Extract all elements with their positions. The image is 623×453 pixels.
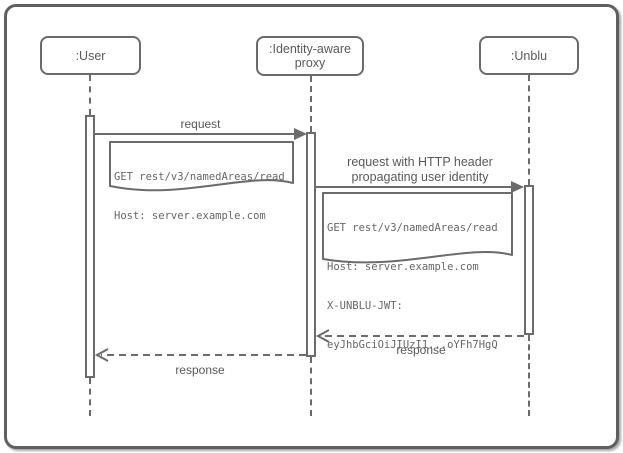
message-label-line: request with HTTP header xyxy=(347,155,493,169)
actor-box-user: :User xyxy=(40,36,141,75)
note-line: GET rest/v3/namedAreas/read xyxy=(114,171,285,183)
lifeline-proxy-top xyxy=(310,76,312,132)
arrowhead-solid-icon xyxy=(294,128,307,140)
lifeline-unblu-top xyxy=(528,75,530,185)
activation-bar-user xyxy=(85,115,95,378)
note-line: eyJhbGciOiJIUzI1...oYFh7HgQ xyxy=(327,339,498,351)
arrowhead-open-icon xyxy=(94,348,109,362)
arrowhead-solid-icon xyxy=(511,181,524,193)
message-arrow-response-user xyxy=(94,348,306,362)
note-line: Host: server.example.com xyxy=(114,210,266,222)
message-arrow-request xyxy=(95,128,307,140)
message-label-request-with-header: request with HTTP header propagating use… xyxy=(320,155,520,185)
note-line: Host: server.example.com xyxy=(327,261,479,273)
note-line: GET rest/v3/namedAreas/read xyxy=(327,222,498,234)
activation-bar-proxy xyxy=(306,132,316,357)
message-label-response-user: response xyxy=(175,363,225,377)
actor-label-user: :User xyxy=(75,48,106,63)
message-label-line: propagating user identity xyxy=(351,170,489,184)
lifeline-unblu-bottom xyxy=(528,335,530,416)
message-label-response-unblu: response xyxy=(396,343,446,357)
lifeline-user-bottom xyxy=(89,378,91,416)
message-arrow-response-unblu xyxy=(315,329,524,343)
note-shape-request-with-header xyxy=(322,192,513,264)
activation-bar-unblu xyxy=(524,185,534,335)
message-label-request: request xyxy=(180,117,221,131)
message-arrow-request-with-header xyxy=(316,181,524,193)
note-request: GET rest/v3/namedAreas/read Host: server… xyxy=(114,145,285,249)
note-request-with-header: GET rest/v3/namedAreas/read Host: server… xyxy=(327,196,498,378)
actor-box-unblu: :Unblu xyxy=(479,36,579,75)
actor-box-proxy: :Identity-aware proxy xyxy=(256,36,364,76)
arrowhead-open-icon xyxy=(315,329,330,343)
actor-label-proxy: :Identity-aware proxy xyxy=(269,42,351,70)
note-line: X-UNBLU-JWT: xyxy=(327,300,403,312)
note-shape-request xyxy=(109,141,294,192)
actor-label-unblu: :Unblu xyxy=(510,48,548,63)
lifeline-proxy-bottom xyxy=(310,357,312,416)
lifeline-user-top xyxy=(89,75,91,115)
